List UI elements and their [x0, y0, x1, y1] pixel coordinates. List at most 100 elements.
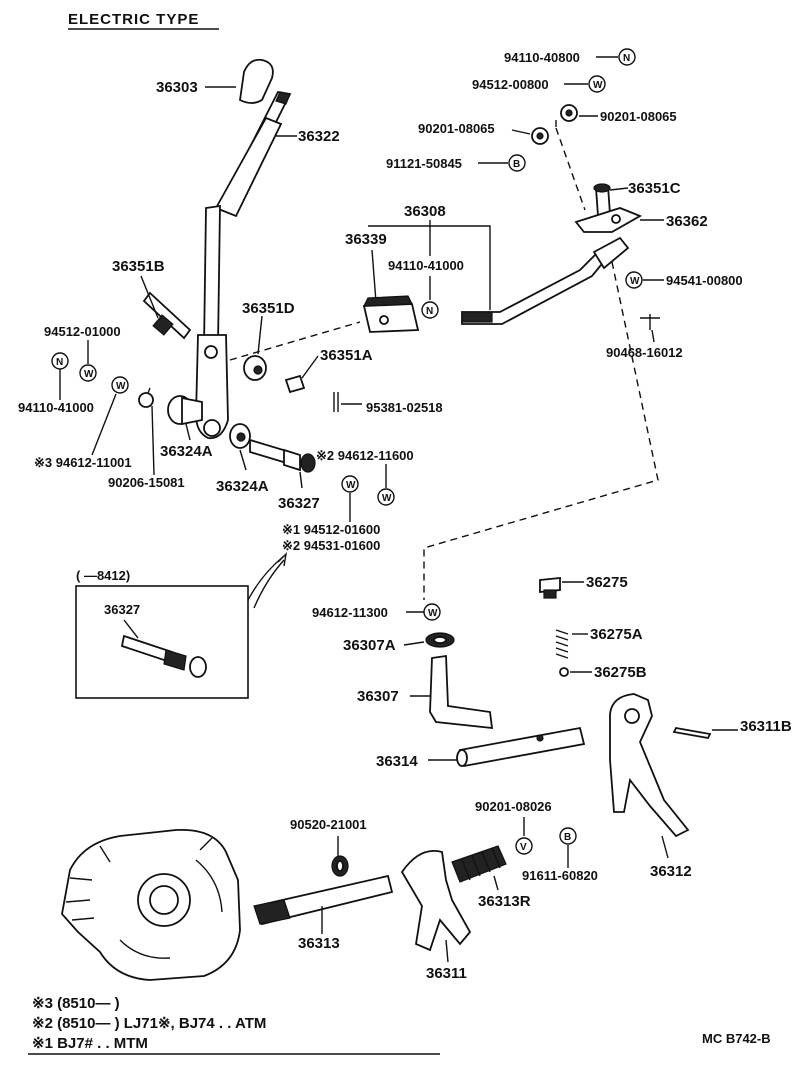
inset-header: ( —8412) [76, 568, 130, 583]
label-36351B: 36351B [112, 258, 165, 275]
svg-text:N: N [426, 306, 433, 317]
housing-inner-bore [149, 885, 179, 915]
washer-symbol-90201-08026: V [515, 837, 533, 855]
label-36307: 36307 [357, 688, 399, 705]
label-90206-15081: 90206-15081 [108, 475, 185, 490]
label-36275: 36275 [586, 574, 628, 591]
washer-symbol-94512-01600: W [341, 475, 359, 493]
label-94541-00800: 94541-00800 [666, 273, 743, 288]
label-36308: 36308 [404, 203, 446, 220]
linkage-to-shaft-dash [423, 261, 659, 600]
label-36313R: 36313R [478, 893, 531, 910]
label-91121-50845: 91121-50845 [386, 156, 462, 171]
shift-lever-boot [214, 116, 283, 218]
diagram-title: ELECTRIC TYPE [68, 11, 199, 28]
label-36324A-1: 36324A [160, 443, 213, 460]
label-36362: 36362 [666, 213, 708, 230]
inset-pointer-line-1 [253, 559, 285, 609]
label-94531-01600: ※2 94531-01600 [282, 538, 380, 553]
label-36275B: 36275B [594, 664, 647, 681]
nut-symbol-94110-41000-mid: N [421, 301, 439, 319]
diagram-code: MC B742-B [702, 1031, 771, 1046]
note-line-1: ※1 BJ7# . . MTM [32, 1035, 148, 1052]
bolt-symbol-91121-50845: B [508, 154, 526, 172]
bushing-36324A-2-bore [236, 432, 246, 442]
lever-lower-hole [203, 419, 221, 437]
label-90201-08065-a: 90201-08065 [418, 121, 495, 136]
lever-36307 [429, 654, 494, 730]
label-36311B: 36311B [740, 718, 792, 735]
label-94612-11300: 94612-11300 [312, 605, 388, 620]
lever-pivot-hole [204, 345, 218, 359]
note-line-2: ※2 (8510— ) LJ71※, BJ74 . . ATM [32, 1015, 266, 1032]
svg-text:W: W [346, 480, 356, 491]
bolt-36351B [142, 291, 192, 340]
label-36351D: 36351D [242, 300, 295, 317]
label-36351C: 36351C [628, 180, 681, 197]
shift-lever-shaft [203, 204, 221, 349]
shaft-36314-end [456, 749, 468, 767]
rod-end-36327-nut [300, 453, 316, 473]
label-36312: 36312 [650, 863, 692, 880]
note-line-3: ※3 (8510— ) [32, 995, 120, 1012]
svg-text:W: W [630, 276, 640, 287]
label-94110-40800: 94110-40800 [504, 50, 580, 65]
cotter-pin-95381 [333, 392, 339, 412]
washer-90201-08065-b-hole [565, 109, 573, 117]
pin-36351A [284, 374, 306, 394]
label-36327: 36327 [278, 495, 320, 512]
spring-36313R [451, 845, 507, 883]
shaft-36314-hole [536, 734, 544, 742]
svg-text:B: B [513, 159, 520, 170]
svg-text:V: V [520, 842, 527, 853]
seal-90520-21001-hole [336, 860, 344, 872]
inset-label-36327: 36327 [104, 602, 140, 617]
label-94110-41000-left: 94110-41000 [18, 400, 94, 415]
label-94612-11001: ※3 94612-11001 [34, 455, 132, 470]
label-94512-00800: 94512-00800 [472, 77, 549, 92]
label-94612-11600: ※2 94612-11600 [316, 448, 414, 463]
inset-box [75, 585, 249, 699]
spring-36313R-coils [461, 847, 501, 881]
lever-thread [275, 91, 291, 105]
nut-symbol-94110-40800: N [618, 48, 636, 66]
inset-pointer-line-2 [247, 555, 285, 601]
svg-text:W: W [116, 381, 126, 392]
svg-text:W: W [428, 608, 438, 619]
svg-text:W: W [593, 80, 603, 91]
rod-36308-thread [461, 311, 493, 323]
label-36313: 36313 [298, 935, 340, 952]
rod-end-36327-hex [283, 448, 301, 472]
label-36275A: 36275A [590, 626, 643, 643]
inset-rod-end-nut [189, 656, 207, 678]
label-90201-08026: 90201-08026 [475, 799, 552, 814]
label-36311: 36311 [426, 965, 467, 982]
spring-36275A [555, 629, 569, 659]
fork-36312-bore [624, 708, 640, 724]
housing-ribs [119, 859, 223, 959]
label-90468-16012: 90468-16012 [606, 345, 683, 360]
rod-36308-end [592, 236, 630, 270]
svg-text:N: N [623, 53, 630, 64]
label-36322: 36322 [298, 128, 340, 145]
nut-symbol-94110-41000: N [51, 352, 69, 370]
shaft-36313-end [253, 899, 291, 925]
washer-symbol-94512-00800: W [588, 75, 606, 93]
label-94512-01600: ※1 94512-01600 [282, 522, 380, 537]
svg-text:N: N [56, 357, 63, 368]
fork-36311 [400, 850, 472, 952]
label-36314: 36314 [376, 753, 418, 770]
bracket-36339 [362, 303, 420, 333]
label-94110-41000-mid: 94110-41000 [388, 258, 464, 273]
label-94512-01000: 94512-01000 [44, 324, 121, 339]
inset-pointer-arrow [277, 551, 288, 567]
washer-symbol-94612-11600: W [377, 488, 395, 506]
bracket-36339-flange [363, 295, 413, 307]
label-91611-60820: 91611-60820 [522, 868, 598, 883]
plate-36362-hole [611, 214, 621, 224]
washer-90206-15081 [138, 392, 154, 408]
shaft-36314 [458, 726, 586, 768]
washer-symbol-94612-11300: W [423, 603, 441, 621]
bracket-36339-hole [379, 315, 389, 325]
